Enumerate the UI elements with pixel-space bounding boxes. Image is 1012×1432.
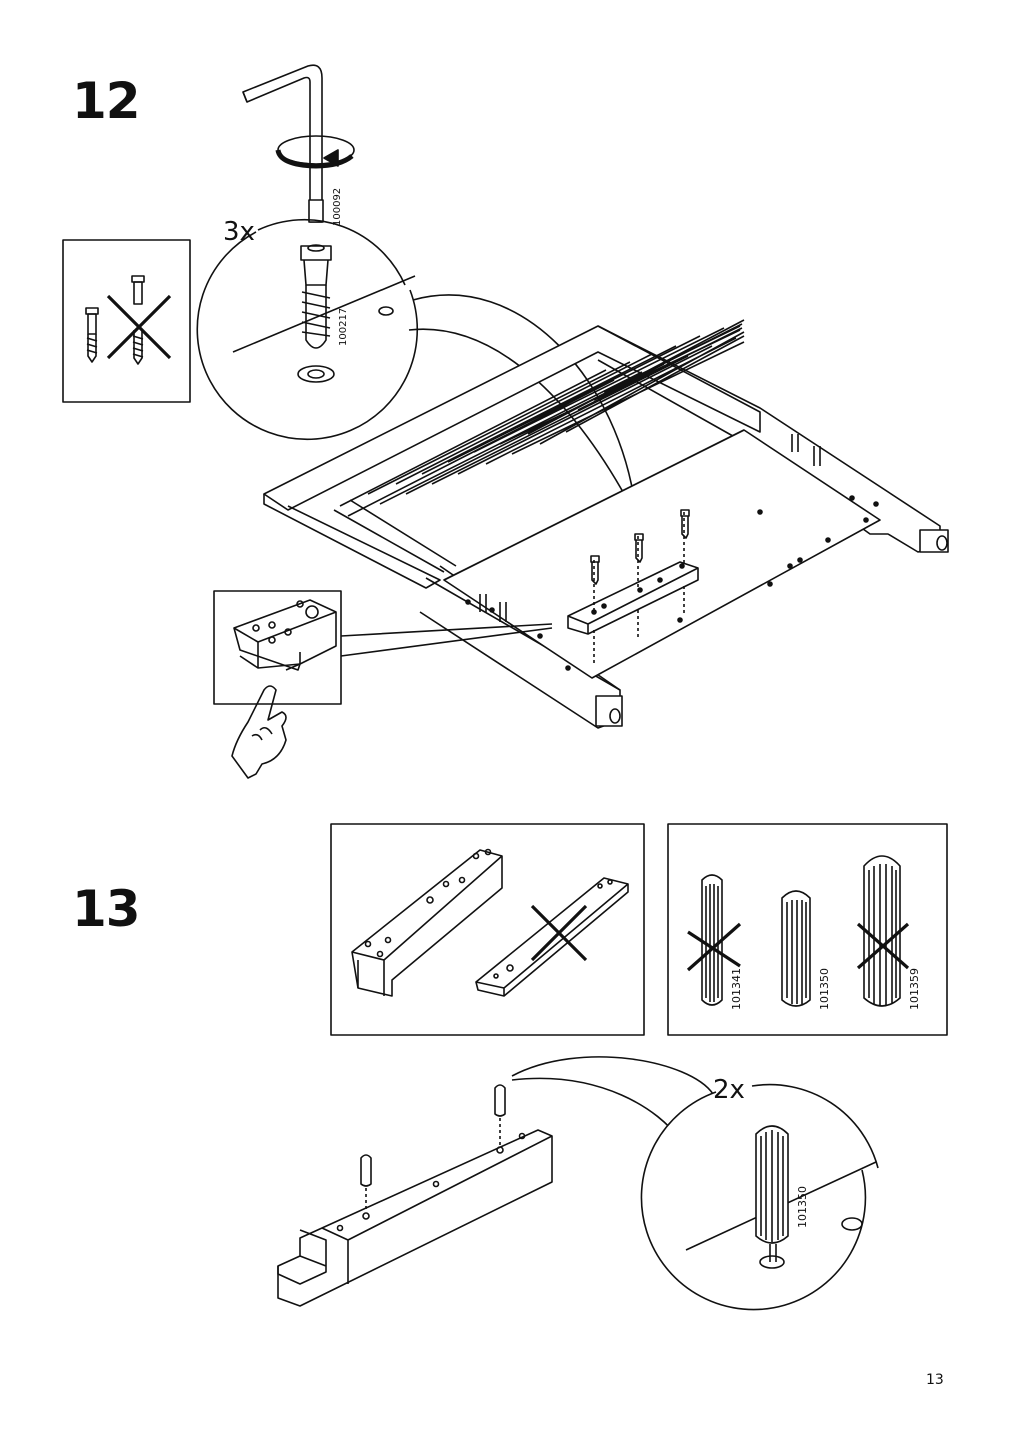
part-code-screw: 100217 [338, 308, 349, 346]
part-code-allen-key: 100092 [332, 188, 343, 226]
dowel-code-101341: 101341 [730, 968, 743, 1010]
bed-frame [263, 319, 949, 729]
cross-icon [686, 922, 910, 972]
dowel-icon-correct [781, 890, 811, 1007]
wrong-beam-icon [475, 877, 629, 997]
allen-key-icon [242, 64, 324, 223]
dowel-code-101359: 101359 [908, 968, 921, 1010]
dowel-icon [360, 1084, 506, 1187]
quantity-label-step12: 3x [223, 217, 255, 247]
beam-comparison-box [330, 823, 645, 1036]
screw-detail-circle [196, 218, 419, 441]
cross-icon [530, 904, 588, 962]
correct-beam-icon [351, 848, 503, 997]
dowel-code-101350: 101350 [818, 968, 831, 1010]
quantity-label-step13: 2x [713, 1075, 745, 1105]
step-12-number: 12 [72, 72, 141, 130]
hand-pointer-icon [231, 685, 287, 779]
correct-screw-icon [85, 307, 99, 363]
screw-comparison-box [62, 239, 191, 403]
cross-icon [106, 294, 172, 360]
page-number: 13 [926, 1372, 944, 1388]
dowel-icon-small-wrong [701, 874, 723, 1006]
dowel-detail-circle [640, 1083, 879, 1311]
rotation-arrow-icon [275, 135, 355, 169]
beam-orientation-box [213, 590, 553, 705]
support-beam [567, 509, 699, 664]
screw-icon [590, 509, 690, 585]
wrong-screw-icon [131, 275, 145, 365]
dowel-icon-large-wrong [863, 855, 901, 1007]
beam-with-dowels [277, 1084, 553, 1307]
dowel-comparison-box [667, 823, 948, 1036]
step-13-number: 13 [72, 880, 141, 938]
part-code-dowel-detail: 101350 [796, 1186, 809, 1228]
